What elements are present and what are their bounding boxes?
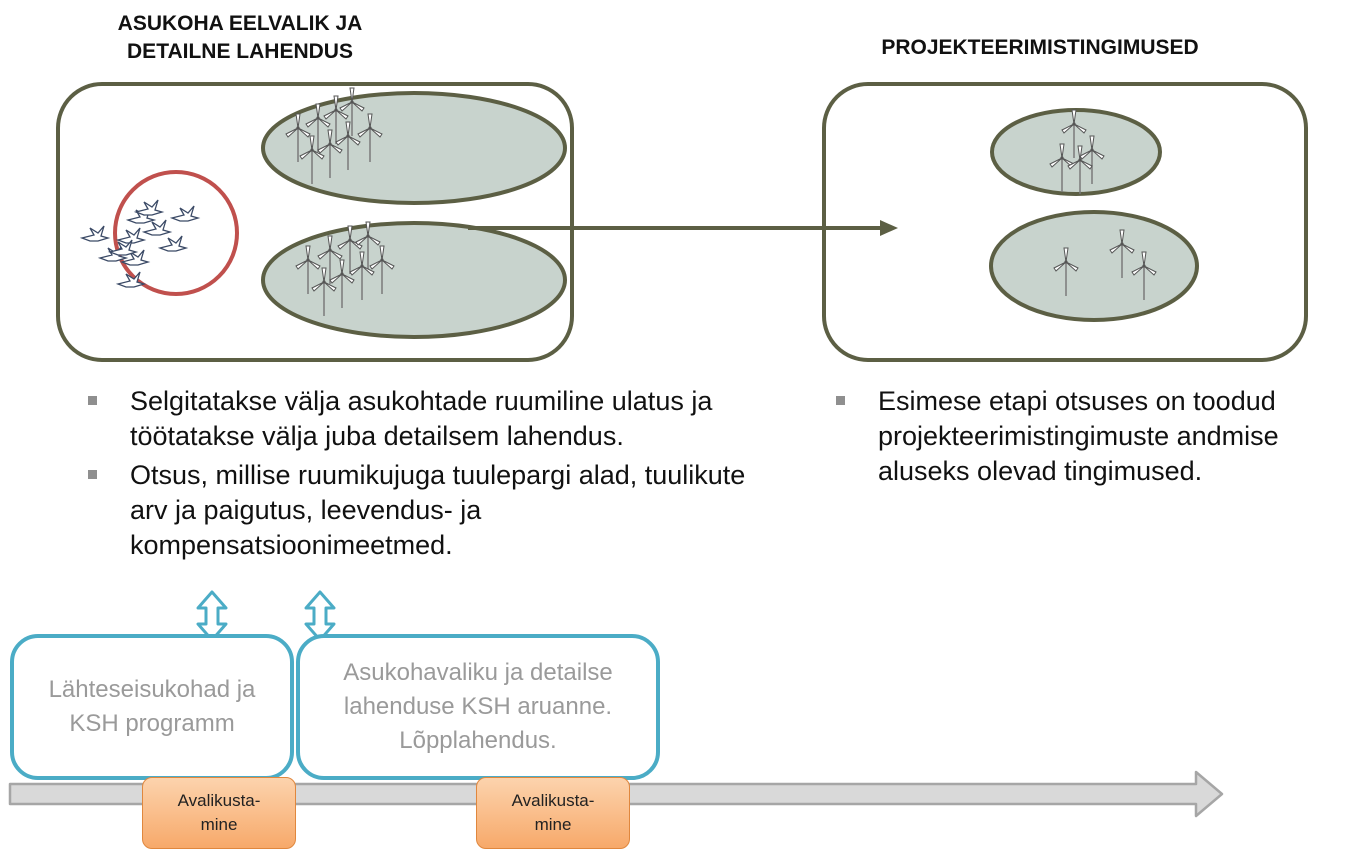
area-ellipse-top	[261, 91, 567, 205]
left-bullet-text: Selgitatakse välja asukohtade ruumiline …	[130, 386, 713, 451]
left-heading-line2: DETAILNE LAHENDUS	[127, 40, 353, 63]
area-ellipse-bottom	[261, 221, 567, 339]
left-heading: ASUKOHA EELVALIK JA DETAILNE LAHENDUS	[90, 10, 390, 66]
final-area-ellipse-top	[990, 108, 1162, 196]
right-bullet-list: Esimese etapi otsuses on toodud projekte…	[836, 384, 1356, 493]
final-area-ellipse-bottom	[989, 210, 1199, 322]
stage-box-report: Asukohavaliku ja detailse lahenduse KSH …	[296, 634, 660, 780]
right-heading: PROJEKTEERIMISTINGIMUSED	[881, 36, 1199, 59]
stage-label: Asukohavaliku ja detailse lahenduse KSH …	[343, 659, 613, 754]
publication-label: Avalikusta- mine	[177, 791, 261, 834]
bird-icon	[81, 199, 199, 288]
left-heading-line1: ASUKOHA EELVALIK JA	[117, 12, 363, 35]
bullet-square-icon	[836, 396, 845, 405]
publication-label: Avalikusta- mine	[511, 791, 595, 834]
stage-label: Lähteseisukohad ja KSH programm	[48, 676, 256, 737]
up-down-arrow-icon	[304, 590, 336, 642]
bullet-square-icon	[88, 396, 97, 405]
left-bullet-list: Selgitatakse välja asukohtade ruumiline …	[88, 384, 778, 567]
diagram-graphics	[81, 87, 1199, 339]
bullet-square-icon	[88, 470, 97, 479]
right-bullet-text: Esimese etapi otsuses on toodud projekte…	[878, 386, 1279, 486]
stage-box-initial: Lähteseisukohad ja KSH programm	[10, 634, 294, 780]
publication-box: Avalikusta- mine	[142, 777, 296, 849]
left-bullet-item: Otsus, millise ruumikujuga tuulepargi al…	[88, 458, 778, 563]
publication-box: Avalikusta- mine	[476, 777, 630, 849]
up-down-arrow-icon	[196, 590, 228, 642]
bird-zone-circle	[113, 170, 239, 296]
left-bullet-text: Otsus, millise ruumikujuga tuulepargi al…	[130, 460, 746, 560]
right-bullet-item: Esimese etapi otsuses on toodud projekte…	[836, 384, 1356, 489]
transition-arrow	[468, 220, 898, 236]
left-bullet-item: Selgitatakse välja asukohtade ruumiline …	[88, 384, 778, 454]
